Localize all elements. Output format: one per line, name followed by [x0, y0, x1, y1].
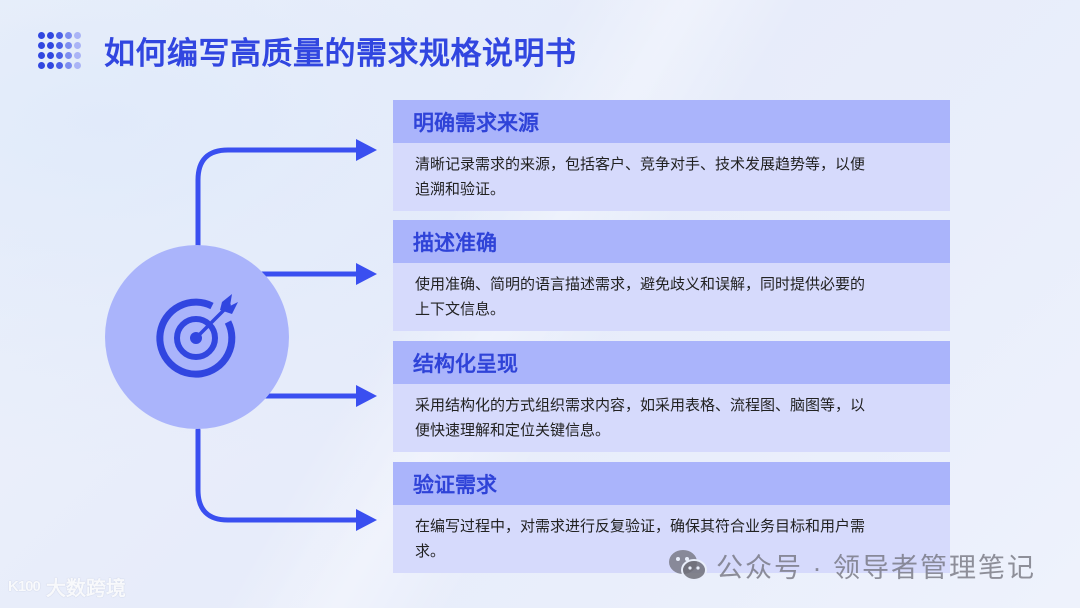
wechat-icon — [669, 549, 707, 581]
item-card-3: 结构化呈现 采用结构化的方式组织需求内容，如采用表格、流程图、脑图等，以 便快速… — [393, 341, 950, 452]
item-description: 使用准确、简明的语言描述需求，避免歧义和误解，同时提供必要的 上下文信息。 — [393, 263, 950, 331]
footer-logo-mark: K100 — [8, 578, 41, 595]
item-description: 清晰记录需求的来源，包括客户、竞争对手、技术发展趋势等，以便 追溯和验证。 — [393, 143, 950, 211]
slide-title: 如何编写高质量的需求规格说明书 — [104, 36, 577, 71]
arrow-head-icon — [356, 263, 377, 285]
item-card-2: 描述准确 使用准确、简明的语言描述需求，避免歧义和误解，同时提供必要的 上下文信… — [393, 220, 950, 331]
item-heading: 描述准确 — [393, 220, 950, 263]
item-card-1: 明确需求来源 清晰记录需求的来源，包括客户、竞争对手、技术发展趋势等，以便 追溯… — [393, 100, 950, 211]
item-heading: 结构化呈现 — [393, 341, 950, 384]
arrow-head-icon — [356, 139, 377, 161]
target-with-arrow-icon — [156, 294, 238, 378]
watermark: 公众号 · 领导者管理笔记 — [668, 546, 1036, 585]
arrow-heads — [356, 139, 377, 531]
arrow-line-1 — [195, 147, 365, 248]
arrow-line-4 — [195, 427, 365, 523]
footer-logo: K100 大数跨境 — [8, 572, 126, 601]
arrow-head-icon — [356, 509, 377, 531]
item-heading: 验证需求 — [393, 462, 950, 505]
watermark-text: 公众号 · 领导者管理笔记 — [716, 553, 1036, 583]
connector-lines — [195, 147, 365, 523]
item-description: 采用结构化的方式组织需求内容，如采用表格、流程图、脑图等，以 便快速理解和定位关… — [393, 384, 950, 452]
slide-header: 如何编写高质量的需求规格说明书 — [38, 28, 577, 73]
dot-grid-icon — [38, 32, 82, 69]
footer-logo-text: 大数跨境 — [45, 578, 126, 600]
arrow-head-icon — [356, 385, 377, 407]
item-heading: 明确需求来源 — [393, 100, 950, 143]
